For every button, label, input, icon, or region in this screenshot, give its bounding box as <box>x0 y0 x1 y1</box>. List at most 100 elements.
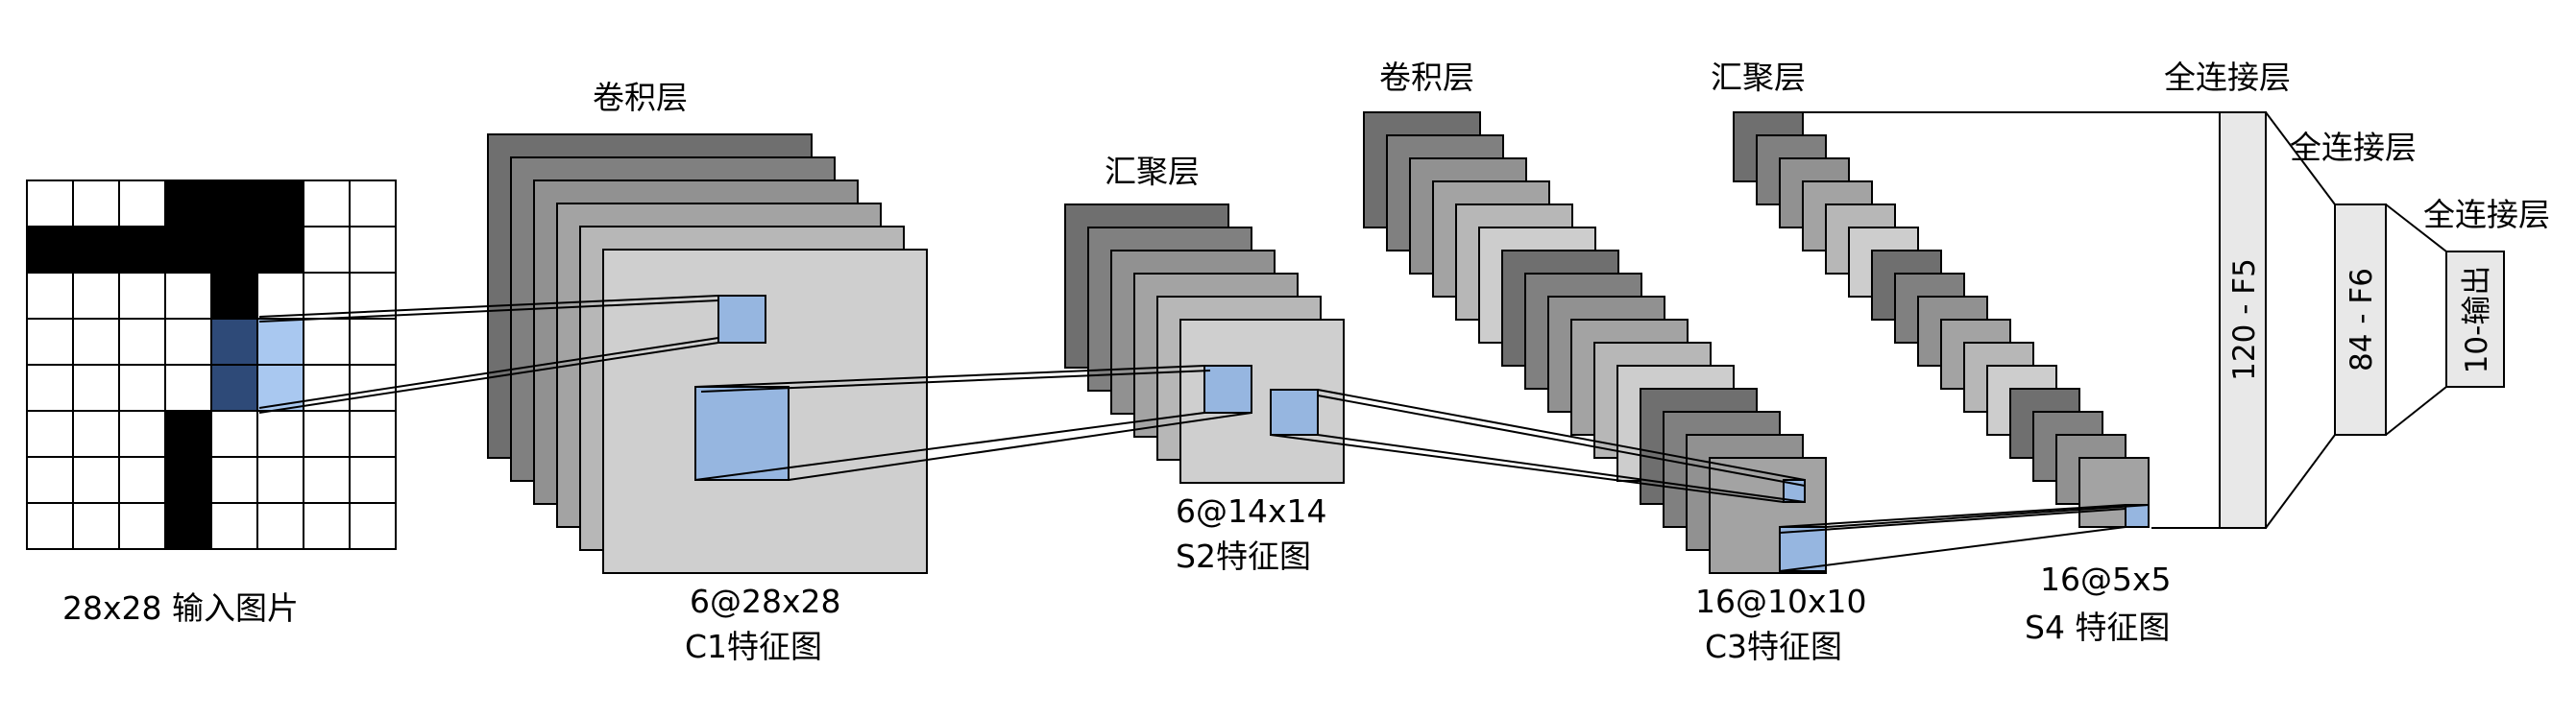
input-cell <box>210 272 258 320</box>
fc-layers <box>1803 111 2505 529</box>
input-cell <box>303 456 351 504</box>
input-cell <box>256 318 304 366</box>
f5-f6-bottom-connector <box>2265 434 2336 529</box>
input-cell <box>118 226 166 274</box>
input-cell <box>210 318 258 366</box>
input-cell <box>210 226 258 274</box>
f6-out-top-connector <box>2385 203 2447 252</box>
out-label: 10-输出 <box>2460 266 2494 374</box>
s4-size: 16@5x5 <box>2040 561 2172 598</box>
input-cell <box>349 318 397 366</box>
input-cell <box>349 180 397 227</box>
input-cell <box>118 272 166 320</box>
input-image-grid <box>26 180 397 550</box>
input-cell <box>256 456 304 504</box>
input-cell <box>26 318 74 366</box>
f5-label: 120 - F5 <box>2227 258 2262 381</box>
input-cell <box>26 226 74 274</box>
input-cell <box>72 364 120 412</box>
s4-name: S4 特征图 <box>2025 609 2170 646</box>
c1-small-highlight <box>717 295 766 344</box>
input-cell <box>164 318 212 366</box>
input-cell <box>256 272 304 320</box>
text-labels: 28x28 输入图片 卷积层 6@28x28 C1特征图 汇聚层 6@14x14… <box>62 59 2550 665</box>
input-cell <box>118 410 166 458</box>
f5-title: 全连接层 <box>2164 59 2291 96</box>
input-cell <box>349 410 397 458</box>
c1-feature-maps <box>487 133 928 574</box>
out-title: 全连接层 <box>2423 196 2550 233</box>
s2-size: 6@14x14 <box>1176 492 1327 530</box>
c3-large-highlight <box>1779 526 1827 572</box>
input-cell <box>164 410 212 458</box>
input-cell <box>303 410 351 458</box>
connection-lines <box>258 295 2150 572</box>
input-cell <box>118 180 166 227</box>
input-cell <box>256 180 304 227</box>
c3-feature-maps <box>1363 111 1827 574</box>
input-cell <box>72 180 120 227</box>
f6-title: 全连接层 <box>2290 129 2417 166</box>
c1-large-highlight <box>694 386 790 481</box>
input-cell <box>349 456 397 504</box>
input-cell <box>118 502 166 550</box>
input-cell <box>303 364 351 412</box>
input-cell <box>303 272 351 320</box>
s2-name: S2特征图 <box>1176 538 1311 575</box>
input-cell <box>349 502 397 550</box>
input-cell <box>164 272 212 320</box>
input-cell <box>164 456 212 504</box>
input-cell <box>72 410 120 458</box>
c1-title: 卷积层 <box>593 79 688 116</box>
f6-layer <box>2334 203 2387 436</box>
f6-label: 84 - F6 <box>2345 268 2379 371</box>
f5-layer <box>2219 111 2267 529</box>
input-cell <box>210 502 258 550</box>
output-layer <box>2445 251 2505 388</box>
input-cell <box>72 456 120 504</box>
s4-feature-maps <box>1733 111 2150 528</box>
f5-f6-top-connector <box>2265 111 2336 205</box>
input-cell <box>349 226 397 274</box>
input-cell <box>26 456 74 504</box>
c1-size: 6@28x28 <box>690 583 841 620</box>
input-cell <box>26 272 74 320</box>
input-cell <box>164 180 212 227</box>
c3-title: 卷积层 <box>1379 59 1474 96</box>
input-cell <box>72 272 120 320</box>
input-cell <box>118 364 166 412</box>
input-cell <box>303 226 351 274</box>
input-cell <box>164 502 212 550</box>
input-cell <box>303 502 351 550</box>
s4-highlight <box>2125 504 2150 528</box>
c1-name: C1特征图 <box>685 628 822 665</box>
input-cell <box>26 180 74 227</box>
f6-out-bottom-connector <box>2385 386 2447 436</box>
input-cell <box>164 226 212 274</box>
input-grid-border <box>26 180 397 550</box>
input-cell <box>210 180 258 227</box>
s2-feature-maps <box>1064 203 1345 484</box>
input-cell <box>72 502 120 550</box>
c3-name: C3特征图 <box>1705 628 1842 665</box>
input-caption: 28x28 输入图片 <box>62 589 299 627</box>
input-cell <box>26 410 74 458</box>
input-cell <box>26 502 74 550</box>
input-cell <box>118 456 166 504</box>
input-cell <box>303 318 351 366</box>
input-cell <box>210 456 258 504</box>
s2-right-highlight <box>1270 389 1319 436</box>
input-cell <box>72 226 120 274</box>
input-cell <box>256 226 304 274</box>
s2-left-highlight <box>1203 365 1252 414</box>
input-cell <box>164 364 212 412</box>
s2-title: 汇聚层 <box>1105 153 1200 190</box>
input-cell <box>256 410 304 458</box>
input-cell <box>303 180 351 227</box>
input-cell <box>72 318 120 366</box>
input-cell <box>118 318 166 366</box>
c3-size: 16@10x10 <box>1695 583 1867 620</box>
input-cell <box>256 502 304 550</box>
input-cell <box>26 364 74 412</box>
